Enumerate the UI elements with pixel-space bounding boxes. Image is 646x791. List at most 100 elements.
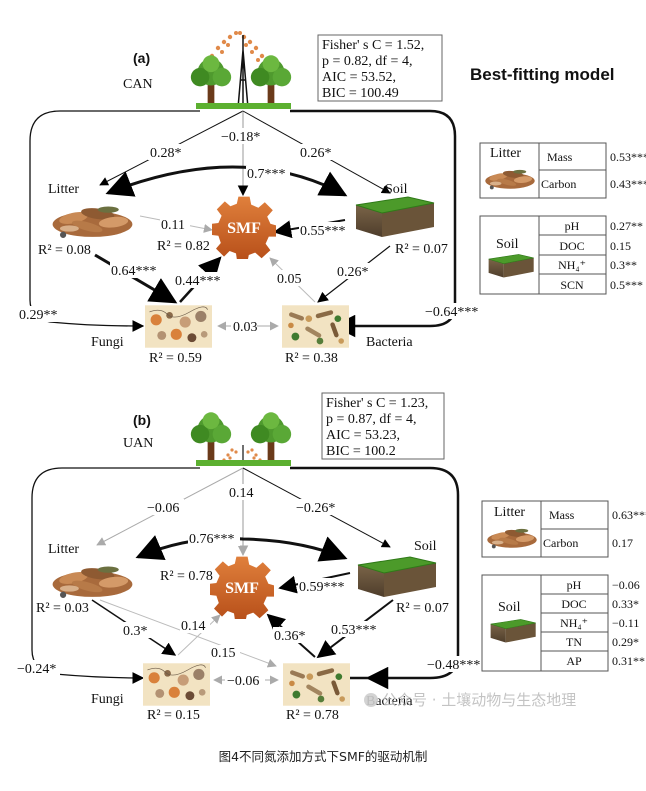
coef-litter-fungi: 0.3* (123, 624, 148, 639)
table-row-name: Carbon (543, 536, 578, 550)
r2-soil: R² = 0.07 (395, 242, 448, 257)
coef-n-fungi: −0.24* (17, 662, 56, 677)
table-row-name: DOC (561, 597, 586, 611)
coef-litter-smf: 0.11 (161, 218, 185, 233)
stat-line: BIC = 100.49 (322, 86, 399, 101)
coef-soil-smf: 0.59*** (299, 580, 345, 595)
panel-a-label: (a) (133, 50, 150, 66)
table-row-value: 0.31** (612, 654, 645, 668)
panel-a-treatment: CAN (123, 77, 153, 92)
stat-line: Fisher' s C = 1.23, (326, 396, 428, 411)
fungi-icon (143, 663, 210, 706)
coef-litter-fungi: 0.64*** (111, 264, 157, 279)
coef-n-bacteria: −0.48*** (427, 658, 480, 673)
table-row-value: −0.11 (612, 616, 639, 630)
stat-line: p = 0.87, df = 4, (326, 412, 416, 427)
table-row-name: NH₄⁺ (558, 258, 586, 272)
table-row-value: 0.27** (610, 219, 643, 233)
coef-soil-smf: 0.55*** (300, 224, 346, 239)
panel-a-litter-table: Litter Mass Carbon 0.53*** 0.43*** (479, 142, 646, 199)
coef-n-soil: 0.26* (300, 146, 332, 161)
panel-b: (b) UAN Fisher' s C = 1.23, p = 0.87, df… (16, 392, 646, 723)
watermark: 公众号 · 土壤动物与生态地理 (364, 691, 576, 709)
panel-a-model-stats: Fisher' s C = 1.52, p = 0.82, df = 4, AI… (317, 34, 443, 102)
litter-table-title: Litter (494, 505, 525, 520)
table-row-value: 0.3** (610, 258, 637, 272)
node-label-bacteria: Bacteria (366, 694, 413, 709)
panel-b-label: (b) (133, 412, 151, 428)
r2-bacteria: R² = 0.38 (285, 351, 338, 366)
litter-table-title: Litter (490, 146, 521, 161)
stat-line: AIC = 53.52, (322, 70, 396, 85)
r2-bacteria: R² = 0.78 (286, 708, 339, 723)
path-coefficients-a: 0.28* −0.18* 0.26* 0.7*** 0.11 0.55*** 0… (18, 128, 480, 335)
stat-line: Fisher' s C = 1.52, (322, 38, 424, 53)
coef-n-litter: 0.28* (150, 146, 182, 161)
node-label-soil: Soil (414, 539, 437, 554)
fungi-icon (145, 305, 212, 348)
panel-a-soil-table: Soil pH DOC NH₄⁺ SCN 0.27** 0.15 0.3** 0… (479, 215, 643, 295)
stat-line: p = 0.82, df = 4, (322, 54, 412, 69)
watermark-text: 公众号 · 土壤动物与生态地理 (382, 691, 576, 709)
table-row-name: NH₄⁺ (560, 616, 588, 630)
node-label-fungi: Fungi (91, 335, 124, 350)
table-row-value: 0.5*** (610, 278, 643, 292)
coef-n-fungi: 0.29** (19, 308, 58, 323)
table-row-value: 0.15 (610, 239, 631, 253)
table-row-name: DOC (559, 239, 584, 253)
figure-caption: 图4不同氮添加方式下SMF的驱动机制 (219, 749, 428, 764)
table-row-name: pH (565, 219, 580, 233)
node-label-bacteria: Bacteria (366, 335, 413, 350)
coef-soil-bacteria: 0.26* (337, 265, 369, 280)
r2-litter: R² = 0.08 (38, 243, 91, 258)
r2-smf: R² = 0.82 (157, 239, 210, 254)
coef-n-smf: −0.18* (221, 130, 260, 145)
figure-title: Best-fitting model (470, 65, 615, 84)
coef-litter-soil: 0.7*** (247, 167, 286, 182)
panel-a: (a) CAN Fisher' s C = 1.52, p = 0.82, df… (18, 31, 646, 366)
coef-fungi-bacteria: −0.06 (227, 674, 259, 689)
bacteria-icon (283, 663, 350, 706)
table-row-value: 0.43*** (610, 177, 646, 191)
node-label-litter: Litter (48, 542, 79, 557)
panel-b-soil-table: Soil pH DOC NH₄⁺ TN AP −0.06 0.33* −0.11… (481, 574, 645, 672)
stat-line: AIC = 53.23, (326, 428, 400, 443)
table-row-value: −0.06 (612, 578, 640, 592)
path-coefficients-b: −0.06 0.14 −0.26* 0.76*** 0.59*** 0.3* 0… (16, 484, 482, 689)
litter-icon (52, 206, 133, 238)
table-row-value: 0.17 (612, 536, 633, 550)
panel-b-litter-table: Litter Mass Carbon 0.63*** 0.17 (481, 500, 646, 558)
panel-b-treatment: UAN (123, 436, 153, 451)
coef-n-soil: −0.26* (296, 501, 335, 516)
table-row-name: TN (566, 635, 582, 649)
coef-fungi-bacteria: 0.03 (233, 320, 258, 335)
node-label-soil: Soil (385, 182, 408, 197)
r2-fungi: R² = 0.59 (149, 351, 202, 366)
table-row-name: Carbon (541, 177, 576, 191)
stat-line: BIC = 100.2 (326, 444, 396, 459)
nitrogen-spray-illustration (190, 412, 292, 466)
node-label-smf: SMF (225, 580, 259, 597)
bacteria-icon (282, 305, 349, 348)
table-row-value: 0.53*** (610, 150, 646, 164)
wechat-icon (364, 693, 378, 707)
table-row-value: 0.63*** (612, 508, 646, 522)
table-row-name: pH (567, 578, 582, 592)
coef-fungi-smf: 0.44*** (175, 274, 221, 289)
table-row-name: Mass (547, 150, 573, 164)
coef-litter-bacteria: 0.15 (211, 646, 236, 661)
node-label-litter: Litter (48, 182, 79, 197)
table-row-name: AP (566, 654, 582, 668)
table-row-value: 0.29* (612, 635, 639, 649)
panel-b-model-stats: Fisher' s C = 1.23, p = 0.87, df = 4, AI… (321, 392, 445, 460)
r2-soil: R² = 0.07 (396, 601, 449, 616)
coef-n-bacteria: −0.64*** (425, 305, 478, 320)
soil-table-title: Soil (498, 600, 521, 615)
coef-soil-bacteria: 0.53*** (331, 623, 377, 638)
soil-icon (357, 556, 437, 598)
soil-icon (355, 196, 435, 238)
coef-bacteria-smf: 0.05 (277, 272, 302, 287)
coef-bacteria-smf: 0.36* (274, 629, 306, 644)
litter-icon (52, 566, 133, 598)
